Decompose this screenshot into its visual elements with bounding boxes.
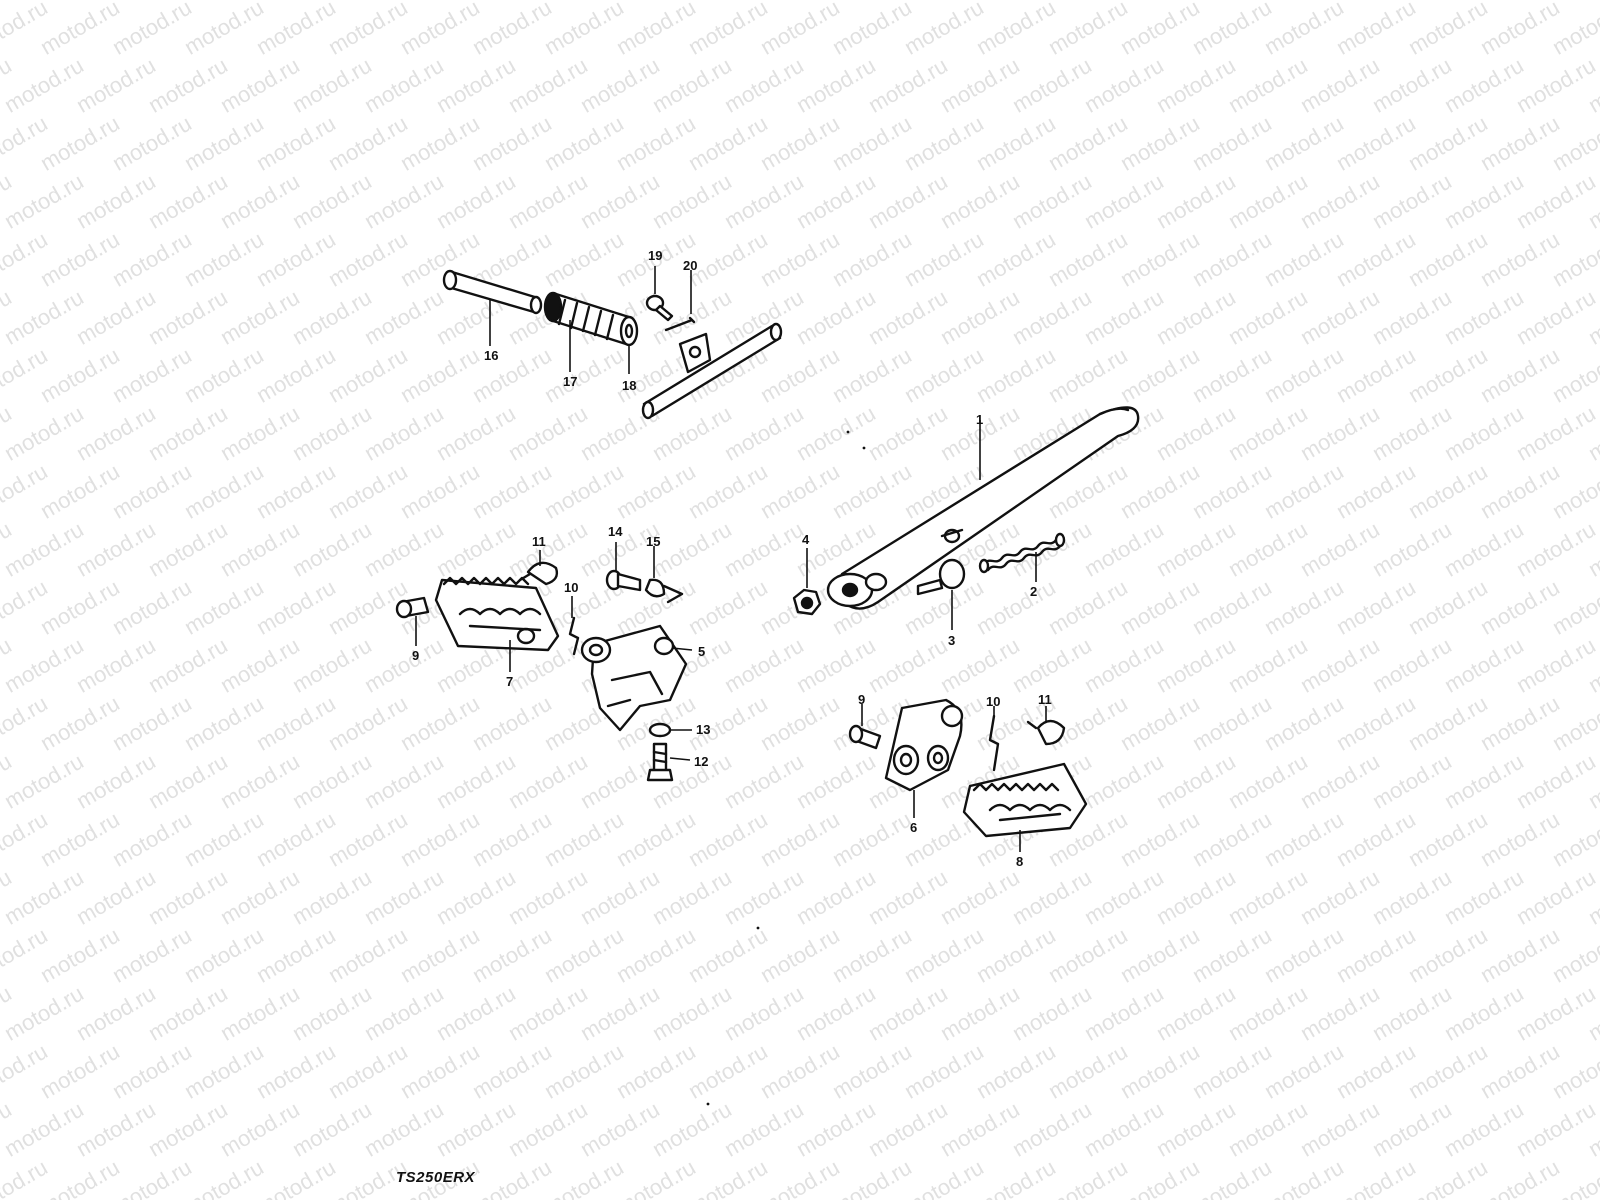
leader-5 bbox=[671, 647, 693, 651]
part-4-nut bbox=[792, 588, 822, 616]
part-19-pin bbox=[645, 294, 674, 322]
part-13-washer bbox=[648, 722, 672, 738]
callout-10b: 10 bbox=[986, 694, 1000, 709]
callout-11a: 11 bbox=[532, 534, 546, 549]
part-9-pin-left bbox=[395, 596, 430, 619]
callout-5: 5 bbox=[698, 644, 705, 659]
speck bbox=[862, 446, 866, 450]
part-7-left-footrest bbox=[434, 576, 560, 652]
callout-12: 12 bbox=[694, 754, 708, 769]
callout-15: 15 bbox=[646, 534, 660, 549]
part-10-spring-right bbox=[988, 714, 1000, 772]
part-9-pin-right bbox=[848, 724, 882, 750]
callout-2: 2 bbox=[1030, 584, 1037, 599]
callout-20: 20 bbox=[683, 258, 697, 273]
callout-1: 1 bbox=[976, 412, 983, 427]
callout-16: 16 bbox=[484, 348, 498, 363]
part-15-washer bbox=[644, 578, 684, 604]
callout-17: 17 bbox=[563, 374, 577, 389]
callout-4: 4 bbox=[802, 532, 810, 547]
callout-11b: 11 bbox=[1038, 692, 1052, 707]
callout-7: 7 bbox=[506, 674, 513, 689]
part-8-right-footrest bbox=[962, 762, 1088, 838]
part-12-bolt bbox=[646, 742, 674, 782]
speck bbox=[756, 926, 760, 930]
part-17-rubber-grip bbox=[543, 291, 639, 347]
part-14-bolt bbox=[605, 569, 642, 592]
part-2-spring bbox=[978, 532, 1066, 574]
callout-10a: 10 bbox=[564, 580, 578, 595]
speck bbox=[846, 430, 850, 434]
callout-3: 3 bbox=[948, 633, 955, 648]
part-20-clip bbox=[664, 316, 696, 332]
callout-9b: 9 bbox=[858, 692, 865, 707]
callout-13: 13 bbox=[696, 722, 710, 737]
speck bbox=[706, 1102, 710, 1106]
callout-14: 14 bbox=[608, 524, 623, 539]
model-code-label: TS250ERX bbox=[396, 1169, 476, 1186]
part-3-bolt bbox=[916, 558, 966, 596]
callout-19: 19 bbox=[648, 248, 662, 263]
part-16-tube bbox=[442, 269, 543, 315]
leader-12 bbox=[669, 757, 691, 761]
part-11-clip-left bbox=[518, 561, 559, 586]
callout-6: 6 bbox=[910, 820, 917, 835]
part-6-right-bracket bbox=[884, 698, 964, 792]
part-1-side-stand bbox=[826, 406, 1140, 610]
callout-8: 8 bbox=[1016, 854, 1023, 869]
part-1-stand-tab bbox=[940, 528, 964, 544]
part-10-spring-left bbox=[568, 616, 580, 656]
footrest-bar bbox=[641, 322, 783, 420]
part-5-bracket bbox=[580, 624, 688, 732]
part-11-clip-right bbox=[1026, 719, 1066, 746]
callout-18: 18 bbox=[622, 378, 636, 393]
callout-9a: 9 bbox=[412, 648, 419, 663]
